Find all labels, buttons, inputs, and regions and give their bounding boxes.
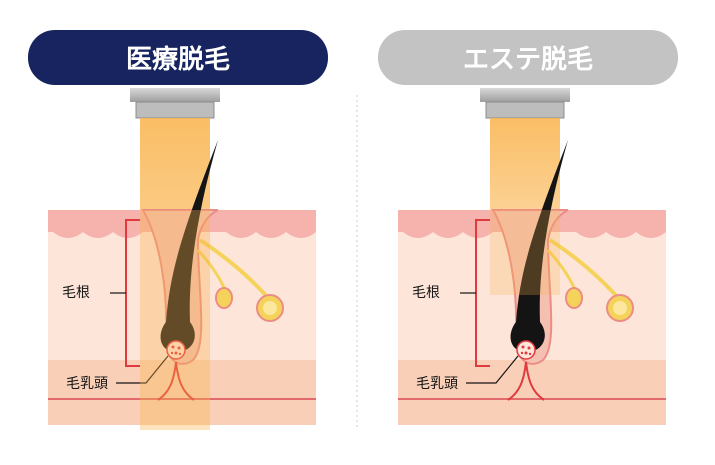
device-head-medical bbox=[130, 88, 220, 102]
title-medical: 医療脱毛 bbox=[126, 45, 230, 75]
header-medical bbox=[28, 30, 328, 85]
device-head-esthetic bbox=[480, 88, 570, 102]
panel-esthetic: エステ脱毛 毛根 毛乳頭 bbox=[378, 30, 678, 427]
title-esthetic: エステ脱毛 bbox=[463, 45, 593, 75]
label-hair-root-esthetic: 毛根 bbox=[412, 285, 440, 301]
header-esthetic bbox=[378, 30, 678, 85]
panel-medical: 医療脱毛 毛根 毛乳頭 bbox=[28, 30, 328, 430]
label-papilla-esthetic: 毛乳頭 bbox=[416, 376, 458, 392]
label-hair-root-medical: 毛根 bbox=[62, 285, 90, 301]
label-papilla-medical: 毛乳頭 bbox=[66, 376, 108, 392]
